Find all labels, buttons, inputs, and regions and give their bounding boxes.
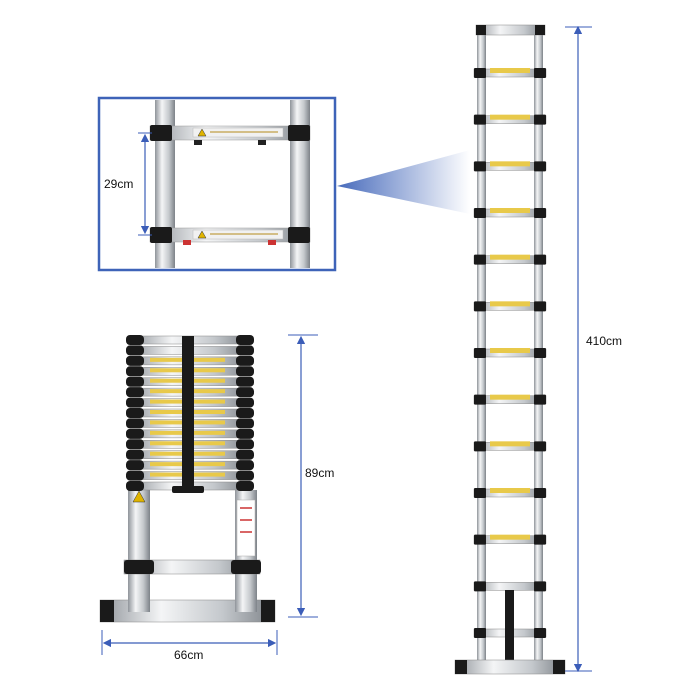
extended-rung [473, 348, 547, 358]
closed-ladder [99, 334, 318, 655]
extended-rung [473, 581, 547, 592]
warning-label-icon [197, 128, 207, 137]
extended-ladder [454, 24, 592, 675]
zoom-callout-icon [337, 150, 470, 214]
extended-rung [473, 161, 547, 172]
extended-rung [473, 114, 547, 125]
zoom-callout [97, 96, 470, 272]
extended-rung [473, 488, 547, 498]
closed-height-label: 89cm [305, 466, 335, 480]
extended-rung [473, 301, 547, 312]
extended-rung [473, 68, 547, 78]
rung-spacing-label: 29cm [104, 177, 134, 191]
extended-rung [473, 394, 547, 405]
base-width-label: 66cm [174, 648, 204, 662]
extended-rung-set [473, 68, 547, 638]
extended-height-label: 410cm [586, 334, 623, 348]
extended-rung [473, 534, 547, 545]
extended-rung [473, 441, 547, 452]
extended-rung [473, 208, 547, 218]
extended-rung [473, 254, 547, 265]
